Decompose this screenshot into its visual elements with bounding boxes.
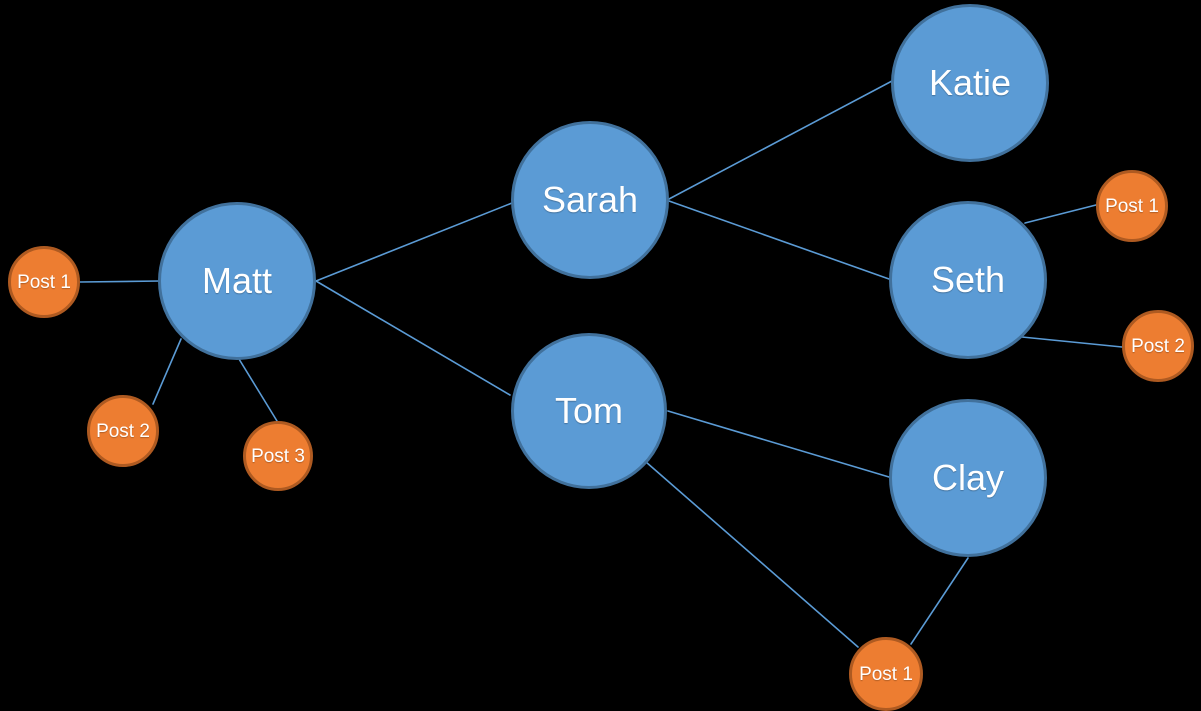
node-label: Post 1 bbox=[859, 663, 913, 685]
node-post3-matt[interactable]: Post 3 bbox=[243, 421, 313, 491]
node-post2-matt[interactable]: Post 2 bbox=[87, 395, 159, 467]
node-post1-clay[interactable]: Post 1 bbox=[849, 637, 923, 711]
edge-matt-sarah bbox=[315, 202, 513, 282]
edge-post1-matt-matt bbox=[79, 280, 161, 283]
edge-matt-post3-matt bbox=[238, 358, 278, 422]
node-post2-seth[interactable]: Post 2 bbox=[1122, 310, 1194, 382]
node-label: Post 1 bbox=[1105, 195, 1159, 217]
node-label: Sarah bbox=[541, 179, 639, 220]
edge-seth-post1-seth bbox=[1024, 204, 1097, 224]
edge-matt-post2-matt bbox=[152, 338, 182, 405]
node-label: Tom bbox=[554, 390, 623, 431]
node-clay[interactable]: Clay bbox=[889, 399, 1047, 557]
edge-sarah-katie bbox=[668, 80, 893, 200]
node-label: Matt bbox=[201, 260, 272, 301]
node-seth[interactable]: Seth bbox=[889, 201, 1047, 359]
node-label: Clay bbox=[931, 457, 1005, 498]
node-matt[interactable]: Matt bbox=[158, 202, 316, 360]
node-post1-matt[interactable]: Post 1 bbox=[8, 246, 80, 318]
node-label: Post 3 bbox=[251, 445, 305, 467]
node-label: Post 1 bbox=[17, 271, 71, 293]
edge-clay-post1-clay bbox=[910, 557, 969, 645]
edge-sarah-seth bbox=[668, 200, 890, 280]
edge-matt-tom bbox=[315, 280, 511, 396]
node-tom[interactable]: Tom bbox=[511, 333, 667, 489]
node-label: Katie bbox=[928, 62, 1012, 103]
node-label: Post 2 bbox=[96, 420, 150, 442]
node-label: Seth bbox=[930, 259, 1006, 300]
node-sarah[interactable]: Sarah bbox=[511, 121, 669, 279]
node-katie[interactable]: Katie bbox=[891, 4, 1049, 162]
edge-tom-clay bbox=[667, 410, 890, 478]
node-label: Post 2 bbox=[1131, 335, 1185, 357]
node-post1-seth[interactable]: Post 1 bbox=[1096, 170, 1168, 242]
edge-tom-post1-clay bbox=[645, 461, 859, 648]
edge-seth-post2-seth bbox=[1021, 336, 1123, 348]
